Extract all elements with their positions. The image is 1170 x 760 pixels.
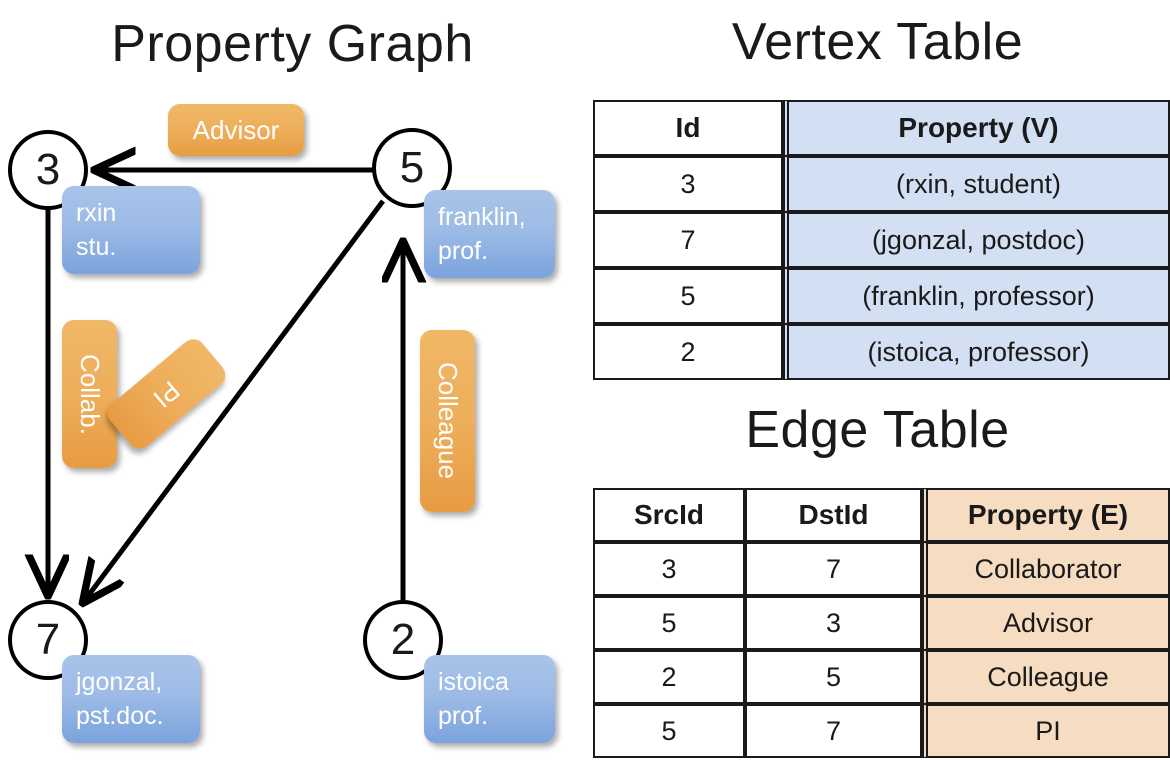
vertex-table-cell-id: 5 <box>593 268 783 324</box>
edge-table-cell-srcid: 5 <box>593 704 745 758</box>
page-title-edge-table: Edge Table <box>745 401 1010 459</box>
edge-table-cell-srcid: 5 <box>593 596 745 650</box>
edge-label-collab: Collab. <box>62 320 117 468</box>
vertex-property-box-3: rxin stu. <box>62 186 200 274</box>
vertex-property-box-7: jgonzal, pst.doc. <box>62 655 200 743</box>
edge-table-cell-property: Collaborator <box>922 542 1170 596</box>
vertex-table-cell-id: 3 <box>593 156 783 212</box>
vertex-table-cell-property: (jgonzal, postdoc) <box>783 212 1170 268</box>
vertex-table-cell-id: 7 <box>593 212 783 268</box>
vertex-property-box-5: franklin, prof. <box>424 190 555 278</box>
edge-label-text: Collab. <box>75 353 105 435</box>
edge-table-header-srcid: SrcId <box>593 488 745 542</box>
vertex-property-line-2: prof. <box>438 702 489 730</box>
edge-table-header-dstid: DstId <box>745 488 922 542</box>
vertex-table-cell-property: (rxin, student) <box>783 156 1170 212</box>
vertex-property-line-2: prof. <box>438 237 489 265</box>
edge-table-header-property: Property (E) <box>922 488 1170 542</box>
table-row: 5 3 Advisor <box>593 596 1170 650</box>
vertex-property-line-1: rxin <box>76 199 117 227</box>
page-title-property-graph: Property Graph <box>111 15 474 73</box>
graph-vertex-2[interactable]: 2 <box>363 600 443 680</box>
edge-label-advisor: Advisor <box>168 104 304 156</box>
edge-label-text: PI <box>147 374 186 414</box>
vertex-property-line-1: franklin, <box>438 203 526 231</box>
table-row: 7 (jgonzal, postdoc) <box>593 212 1170 268</box>
table-row: 3 (rxin, student) <box>593 156 1170 212</box>
edge-table-cell-property: Colleague <box>922 650 1170 704</box>
edge-table-cell-dstid: 3 <box>745 596 922 650</box>
vertex-property-box-2: istoica prof. <box>424 655 555 743</box>
graph-vertex-5[interactable]: 5 <box>372 128 452 208</box>
table-row: 3 7 Collaborator <box>593 542 1170 596</box>
property-graph-diagram: 3 5 7 2 rxin stu. franklin, prof. jgonza… <box>0 0 585 760</box>
vertex-property-line-2: pst.doc. <box>76 702 164 730</box>
edge-table-cell-srcid: 2 <box>593 650 745 704</box>
page-title-vertex-table: Vertex Table <box>731 13 1024 71</box>
edge-table-cell-dstid: 5 <box>745 650 922 704</box>
table-header-row: SrcId DstId Property (E) <box>593 488 1170 542</box>
edge-label-text: Colleague <box>433 362 463 480</box>
vertex-table-cell-id: 2 <box>593 324 783 380</box>
table-row: 5 (franklin, professor) <box>593 268 1170 324</box>
edge-table: SrcId DstId Property (E) 3 7 Collaborato… <box>593 488 1170 758</box>
vertex-table: Id Property (V) 3 (rxin, student) 7 (jgo… <box>593 100 1170 380</box>
vertex-property-line-2: stu. <box>76 233 117 261</box>
vertex-property-line-1: jgonzal, <box>76 668 163 696</box>
edge-table-cell-dstid: 7 <box>745 542 922 596</box>
vertex-property-line-1: istoica <box>438 668 509 696</box>
vertex-table-cell-property: (franklin, professor) <box>783 268 1170 324</box>
graph-edge-arrows <box>0 0 585 760</box>
edge-table-cell-property: PI <box>922 704 1170 758</box>
table-row: 5 7 PI <box>593 704 1170 758</box>
table-row: 2 5 Colleague <box>593 650 1170 704</box>
table-row: 2 (istoica, professor) <box>593 324 1170 380</box>
edge-table-cell-property: Advisor <box>922 596 1170 650</box>
edge-label-text: Advisor <box>192 114 280 145</box>
edge-label-colleague: Colleague <box>420 330 475 512</box>
table-header-row: Id Property (V) <box>593 100 1170 156</box>
vertex-table-cell-property: (istoica, professor) <box>783 324 1170 380</box>
vertex-table-header-property: Property (V) <box>783 100 1170 156</box>
edge-table-cell-srcid: 3 <box>593 542 745 596</box>
vertex-table-header-id: Id <box>593 100 783 156</box>
edge-arrow-5-to-7 <box>85 199 386 600</box>
edge-table-cell-dstid: 7 <box>745 704 922 758</box>
